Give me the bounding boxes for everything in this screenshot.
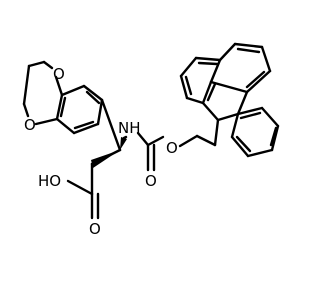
bond <box>216 112 240 122</box>
bond <box>201 80 213 105</box>
bond <box>230 112 240 139</box>
bond <box>270 124 280 152</box>
bond <box>122 135 128 140</box>
wedge-bond <box>120 137 127 150</box>
fluorenyl-group <box>179 42 280 158</box>
bond <box>218 42 237 62</box>
bond <box>260 106 280 128</box>
bond <box>100 98 122 152</box>
bond <box>197 61 219 66</box>
bond <box>236 106 264 116</box>
bond <box>213 118 220 147</box>
bond <box>72 122 100 135</box>
bond <box>22 64 31 106</box>
bond <box>239 111 262 120</box>
bond <box>269 126 278 147</box>
bond <box>85 90 101 105</box>
bond <box>82 84 104 102</box>
bond <box>59 96 67 118</box>
wedge-bond <box>91 150 120 168</box>
carbamate-group: O O <box>145 118 220 190</box>
oxygen-atom-label: O <box>166 139 178 157</box>
bond <box>209 80 249 94</box>
structure-canvas: O O HO O NH O O <box>22 42 280 238</box>
bond <box>54 75 64 97</box>
bond <box>34 117 59 126</box>
bond <box>230 135 250 158</box>
bond <box>236 90 249 116</box>
hydroxyl-label: HO <box>38 172 61 190</box>
backbone-group: HO O NH <box>38 98 150 238</box>
bond <box>55 117 76 135</box>
bond <box>195 134 217 147</box>
oxygen-atom-label: O <box>145 172 157 190</box>
oxygen-atom-label: O <box>53 65 65 83</box>
oxygen-atom-label: O <box>24 116 36 134</box>
bond <box>179 56 198 78</box>
bond <box>27 60 46 68</box>
bond <box>66 179 94 196</box>
bond <box>60 84 86 97</box>
bond <box>22 102 30 118</box>
bond <box>194 56 222 62</box>
bond <box>42 60 54 70</box>
benzodioxole-group: O O <box>22 60 104 135</box>
bond <box>55 93 64 121</box>
bond <box>236 47 261 54</box>
bond <box>206 82 217 102</box>
bond <box>73 120 95 130</box>
bond <box>96 98 104 126</box>
bond <box>178 134 199 148</box>
bond <box>260 45 272 73</box>
bond <box>245 70 266 89</box>
bond <box>185 96 205 105</box>
amine-label: NH <box>118 119 141 137</box>
bond <box>184 75 193 96</box>
bond <box>233 42 264 49</box>
bond <box>136 131 150 147</box>
bond <box>246 148 274 158</box>
molecule-drawing: O O HO O NH O O <box>22 42 280 238</box>
bond <box>146 135 165 147</box>
bond <box>235 135 252 153</box>
bond <box>209 58 222 84</box>
bond <box>245 69 272 94</box>
bond <box>201 101 220 122</box>
bond <box>179 74 189 100</box>
oxygen-atom-label: O <box>89 220 101 238</box>
